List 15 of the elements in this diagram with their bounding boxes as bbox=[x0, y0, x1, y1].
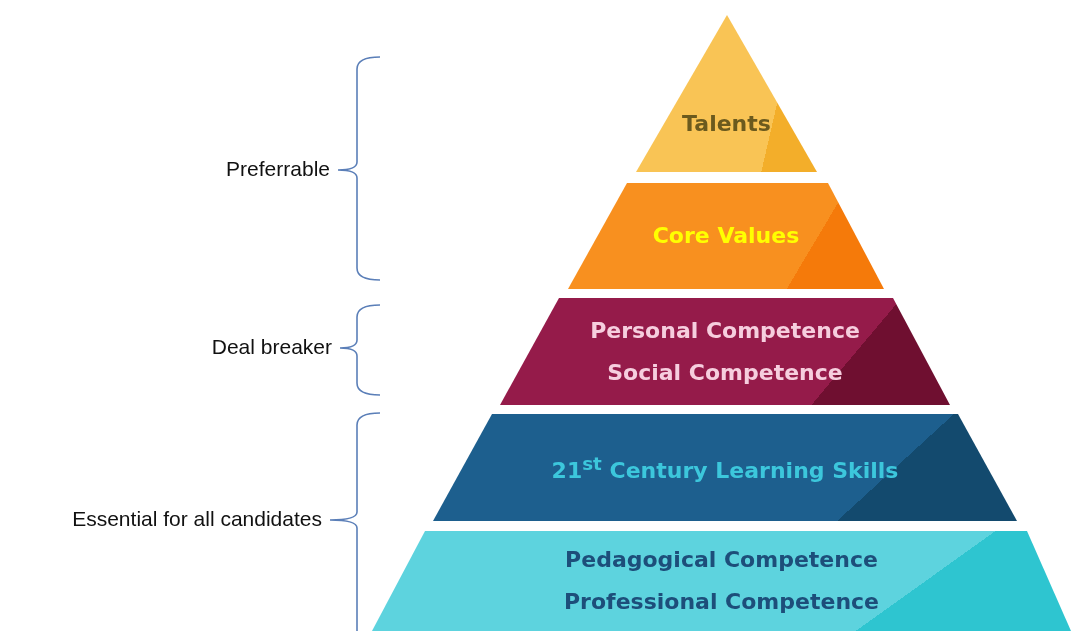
layer-label: Social Competence bbox=[607, 358, 843, 387]
pyramid-layer bbox=[372, 531, 1071, 631]
layer-label: Pedagogical Competence bbox=[565, 546, 878, 574]
bracket-label: Deal breaker bbox=[211, 335, 332, 359]
bracket-label: Preferrable bbox=[226, 157, 330, 181]
pyramid-layer bbox=[433, 414, 1017, 521]
layer-label: Personal Competence bbox=[590, 316, 860, 345]
layer-label: 21$^{st}$ Century Learning Skills bbox=[551, 451, 899, 486]
pyramid-layer bbox=[636, 15, 817, 172]
bracket-label: Essential for all candidates bbox=[72, 507, 322, 531]
pyramid-layer bbox=[568, 183, 884, 289]
layer-label: Talents bbox=[682, 109, 771, 138]
layer-label: Core Values bbox=[652, 222, 800, 250]
pyramid-layer bbox=[500, 298, 950, 405]
layer-label: Professional Competence bbox=[563, 588, 879, 616]
